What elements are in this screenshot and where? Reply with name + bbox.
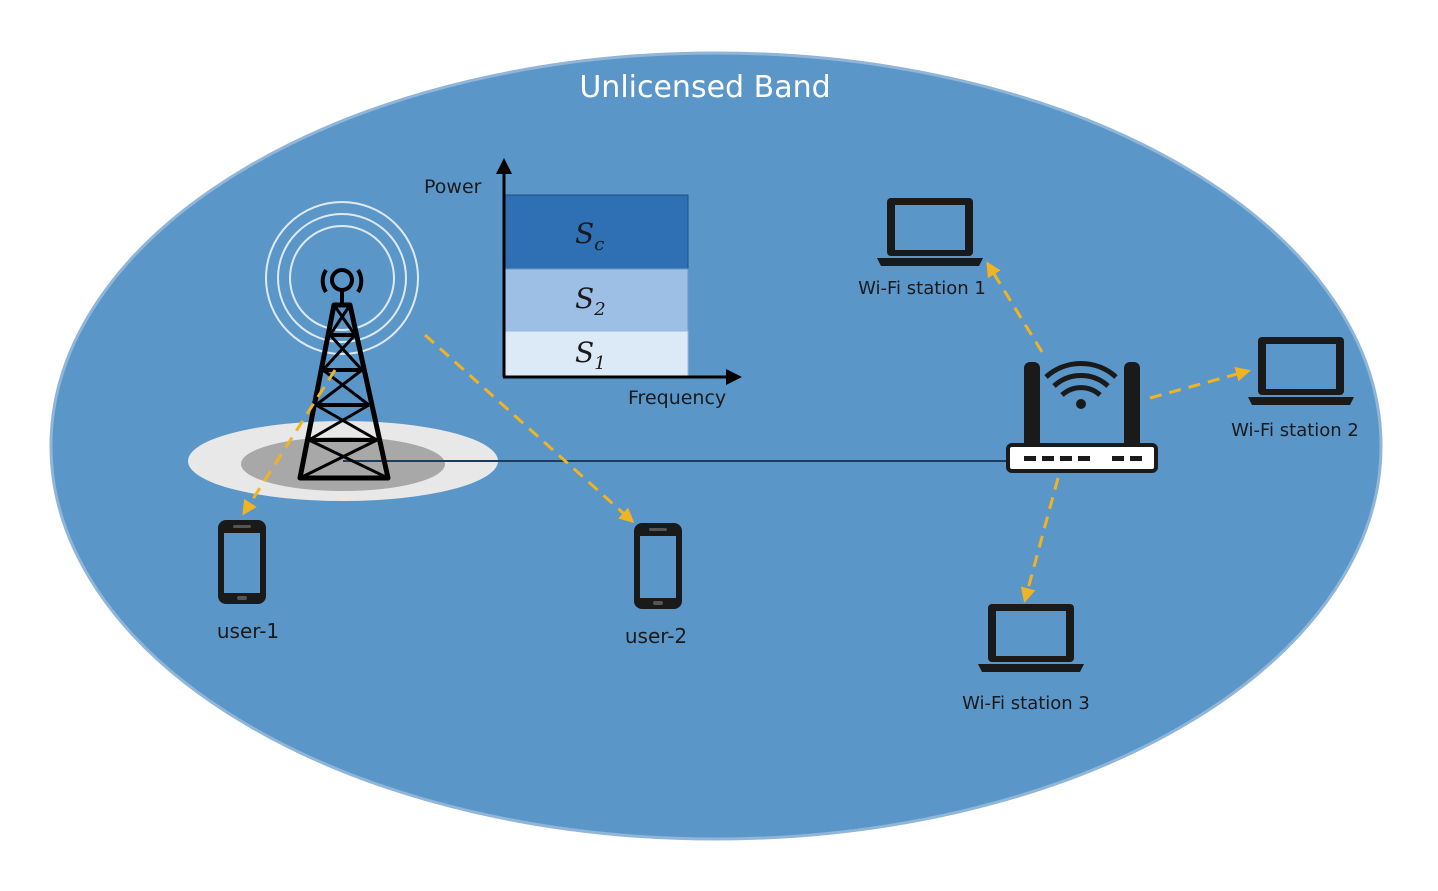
wifi-station-2-laptop-icon [1248, 337, 1354, 405]
cell-tower-icon [265, 201, 419, 481]
user-2-phone-icon [634, 523, 682, 609]
user-2-label: user-2 [625, 624, 687, 648]
wifi-station-1-label: Wi-Fi station 1 [858, 278, 986, 299]
user-1-label: user-1 [217, 619, 279, 643]
arrow-router-station3 [1020, 477, 1060, 603]
wifi-station-2-label: Wi-Fi station 2 [1231, 420, 1359, 441]
block-s2 [504, 268, 689, 332]
block-sc [504, 194, 689, 270]
frequency-axis-label: Frequency [628, 387, 726, 409]
band-title: Unlicensed Band [579, 70, 830, 105]
block-sc-label: Sc [575, 217, 604, 255]
wifi-station-3-laptop-icon [978, 604, 1084, 672]
arrow-router-station1 [986, 261, 1044, 353]
block-s1 [504, 330, 689, 377]
block-s1-label: S1 [575, 336, 606, 374]
y-axis-arrowhead [496, 158, 512, 174]
coverage-inner [241, 437, 445, 491]
spectrum-chart: Sc S2 S1 Power Frequency [424, 158, 742, 409]
arrow-router-station2 [1149, 366, 1251, 400]
wifi-router-icon [1006, 361, 1158, 473]
wifi-station-3-label: Wi-Fi station 3 [962, 693, 1090, 714]
wifi-station-1-laptop-icon [877, 198, 983, 266]
x-axis-arrowhead [726, 369, 742, 385]
block-s2-label: S2 [575, 282, 606, 320]
arrow-tower-user2 [423, 333, 635, 524]
arrow-tower-user1 [242, 369, 337, 516]
power-axis-label: Power [424, 176, 482, 198]
user-1-phone-icon [218, 520, 266, 604]
